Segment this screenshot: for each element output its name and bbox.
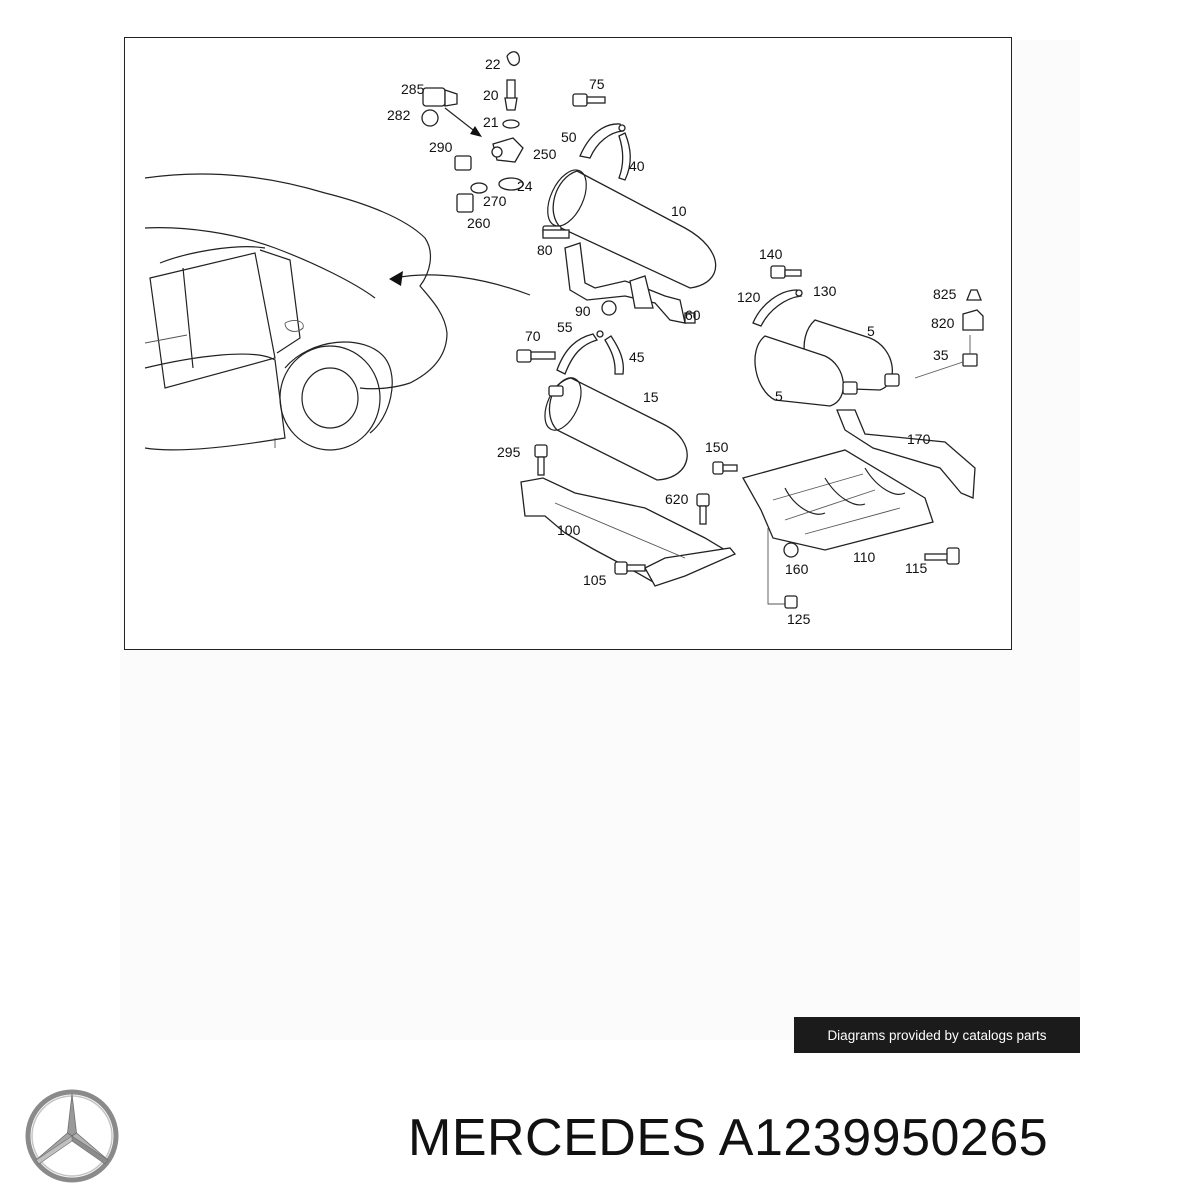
callout-250: 250 [533, 146, 557, 162]
callout-260: 260 [467, 215, 491, 231]
callout-160: 160 [785, 561, 809, 577]
mercedes-star-icon [25, 1089, 119, 1183]
strap-55-45 [516, 330, 625, 375]
callout-22: 22 [485, 56, 501, 72]
credit-banner: Diagrams provided by catalogs parts [794, 1017, 1080, 1053]
callout-105: 105 [583, 572, 607, 588]
callout-100: 100 [557, 522, 581, 538]
tank-15 [544, 377, 688, 481]
callout-90: 90 [575, 303, 591, 319]
bracket-90-60 [542, 229, 696, 324]
callout-75: 75 [589, 76, 605, 92]
callout-5-upper: 5 [867, 323, 875, 339]
parts-diagram: 22 285 20 75 282 21 50 290 250 40 24 270… [124, 37, 1012, 650]
callout-130: 130 [813, 283, 837, 299]
callout-15: 15 [643, 389, 659, 405]
callout-282: 282 [387, 107, 411, 123]
callout-80: 80 [537, 242, 553, 258]
tank-10 [542, 169, 717, 289]
bracket-100 [520, 444, 737, 587]
callout-5-lower: 5 [775, 388, 783, 404]
callout-295: 295 [497, 444, 521, 460]
exploded-view-drawing: 22 285 20 75 282 21 50 290 250 40 24 270… [144, 51, 984, 627]
callout-110: 110 [853, 549, 876, 565]
callout-45: 45 [629, 349, 645, 365]
strap-50-40 [572, 93, 631, 181]
callout-24: 24 [517, 178, 533, 194]
callout-50: 50 [561, 129, 577, 145]
callout-35: 35 [933, 347, 949, 363]
callout-170: 170 [907, 431, 931, 447]
callout-labels: 22 285 20 75 282 21 50 290 250 40 24 270… [387, 56, 957, 627]
callout-60: 60 [685, 307, 701, 323]
callout-140: 140 [759, 246, 783, 262]
callout-120: 120 [737, 289, 761, 305]
callout-150: 150 [705, 439, 729, 455]
callout-285: 285 [401, 81, 425, 97]
carrier-frame [712, 409, 976, 609]
valve-assembly [421, 51, 524, 213]
callout-70: 70 [525, 328, 541, 344]
callout-115: 115 [905, 560, 928, 576]
sensor-35 [914, 289, 984, 379]
callout-825: 825 [933, 286, 957, 302]
callout-20: 20 [483, 87, 499, 103]
car-outline [144, 173, 448, 451]
callout-40: 40 [629, 158, 645, 174]
callout-125: 125 [787, 611, 811, 627]
callout-820: 820 [931, 315, 955, 331]
callout-620: 620 [665, 491, 689, 507]
callout-21: 21 [483, 114, 499, 130]
callout-290: 290 [429, 139, 453, 155]
callout-10: 10 [671, 203, 687, 219]
product-title: MERCEDES A1239950265 [408, 1109, 1049, 1167]
tanks-5 [752, 265, 900, 407]
callout-55: 55 [557, 319, 573, 335]
callout-270: 270 [483, 193, 507, 209]
